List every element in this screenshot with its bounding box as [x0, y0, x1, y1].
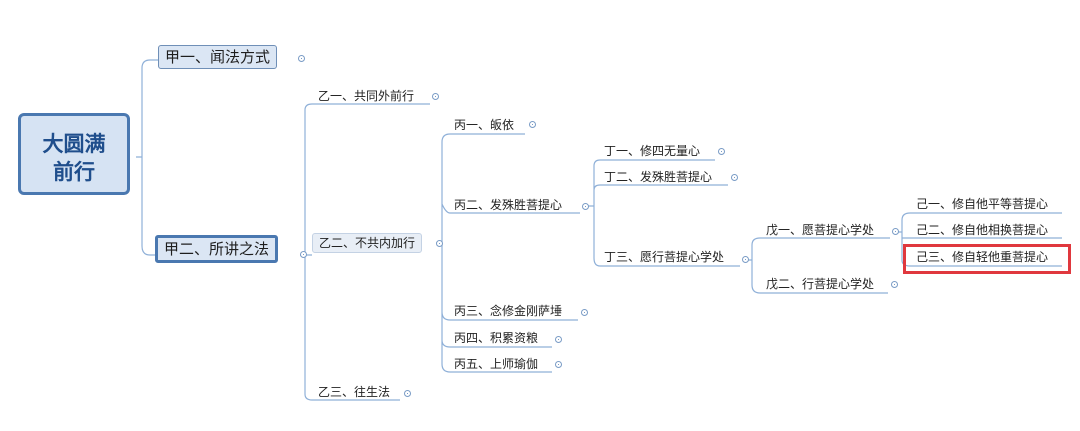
- connector-l2b-l3: [436, 133, 580, 373]
- node-bing-1[interactable]: 丙一、皈依: [452, 117, 516, 135]
- expand-toggle-icon[interactable]: [298, 55, 305, 62]
- node-wu-2[interactable]: 戊二、行菩提心学处: [764, 276, 876, 294]
- node-wu-1[interactable]: 戊一、愿菩提心学处: [764, 222, 876, 240]
- node-label: 丙三、念修金刚萨埵: [454, 304, 563, 318]
- connector-l3b-l4: [588, 159, 740, 267]
- node-label: 戊一、愿菩提心学处: [766, 223, 875, 237]
- node-label: 丙四、积累资粮: [454, 331, 539, 345]
- node-label: 丁二、发殊胜菩提心: [604, 170, 713, 184]
- expand-toggle-icon[interactable]: [581, 309, 588, 316]
- node-ding-2[interactable]: 丁二、发殊胜菩提心: [602, 169, 714, 187]
- expand-toggle-icon[interactable]: [731, 174, 738, 181]
- node-bing-2[interactable]: 丙二、发殊胜菩提心: [452, 197, 564, 215]
- root-line-2: 前行: [53, 160, 95, 184]
- connector-root-l1: [136, 59, 158, 256]
- expand-toggle-icon[interactable]: [891, 281, 898, 288]
- node-yi-1[interactable]: 乙一、共同外前行: [316, 88, 416, 106]
- node-label: 己二、修自他相换菩提心: [916, 223, 1049, 237]
- node-bing-5[interactable]: 丙五、上师瑜伽: [452, 356, 540, 374]
- node-label: 丁三、愿行菩提心学处: [604, 250, 725, 264]
- node-label: 丙二、发殊胜菩提心: [454, 198, 563, 212]
- collapse-toggle-icon[interactable]: [436, 240, 443, 247]
- node-label: 己三、修自轻他重菩提心: [916, 250, 1049, 264]
- highlight-box: [903, 244, 1071, 274]
- node-jia-2[interactable]: 甲二、所讲之法: [155, 235, 279, 263]
- root-node[interactable]: 大圆满 前行: [18, 113, 130, 195]
- expand-toggle-icon[interactable]: [529, 121, 536, 128]
- expand-toggle-icon[interactable]: [404, 390, 411, 397]
- expand-toggle-icon[interactable]: [432, 93, 439, 100]
- node-ding-1[interactable]: 丁一、修四无量心: [602, 143, 702, 161]
- node-label: 乙三、往生法: [318, 385, 391, 399]
- node-label: 丙五、上师瑜伽: [454, 357, 539, 371]
- node-label: 甲二、所讲之法: [164, 240, 270, 258]
- node-label: 丁一、修四无量心: [604, 144, 701, 158]
- node-ji-3[interactable]: 己三、修自轻他重菩提心: [914, 249, 1050, 267]
- node-jia-1[interactable]: 甲一、闻法方式: [158, 45, 278, 69]
- node-label: 乙一、共同外前行: [318, 89, 415, 103]
- node-label: 戊二、行菩提心学处: [766, 277, 875, 291]
- expand-toggle-icon[interactable]: [555, 336, 562, 343]
- node-ji-2[interactable]: 己二、修自他相换菩提心: [914, 222, 1050, 240]
- collapse-toggle-icon[interactable]: [742, 256, 749, 263]
- expand-toggle-icon[interactable]: [718, 148, 725, 155]
- node-yi-2[interactable]: 乙二、不共内加行: [312, 233, 423, 253]
- node-label: 乙二、不共内加行: [319, 236, 416, 250]
- node-label: 己一、修自他平等菩提心: [916, 197, 1049, 211]
- expand-toggle-icon[interactable]: [555, 361, 562, 368]
- collapse-toggle-icon[interactable]: [892, 228, 899, 235]
- collapse-toggle-icon[interactable]: [582, 203, 589, 210]
- node-ji-1[interactable]: 己一、修自他平等菩提心: [914, 196, 1050, 214]
- root-line-1: 大圆满: [42, 132, 106, 156]
- node-label: 甲一、闻法方式: [165, 48, 271, 66]
- node-yi-3[interactable]: 乙三、往生法: [316, 384, 392, 402]
- node-bing-3[interactable]: 丙三、念修金刚萨埵: [452, 303, 564, 321]
- node-ding-3[interactable]: 丁三、愿行菩提心学处: [602, 249, 726, 267]
- node-label: 丙一、皈依: [454, 118, 515, 132]
- node-bing-4[interactable]: 丙四、积累资粮: [452, 330, 540, 348]
- collapse-toggle-icon[interactable]: [300, 251, 307, 258]
- connector-l4c-l5: [746, 237, 890, 294]
